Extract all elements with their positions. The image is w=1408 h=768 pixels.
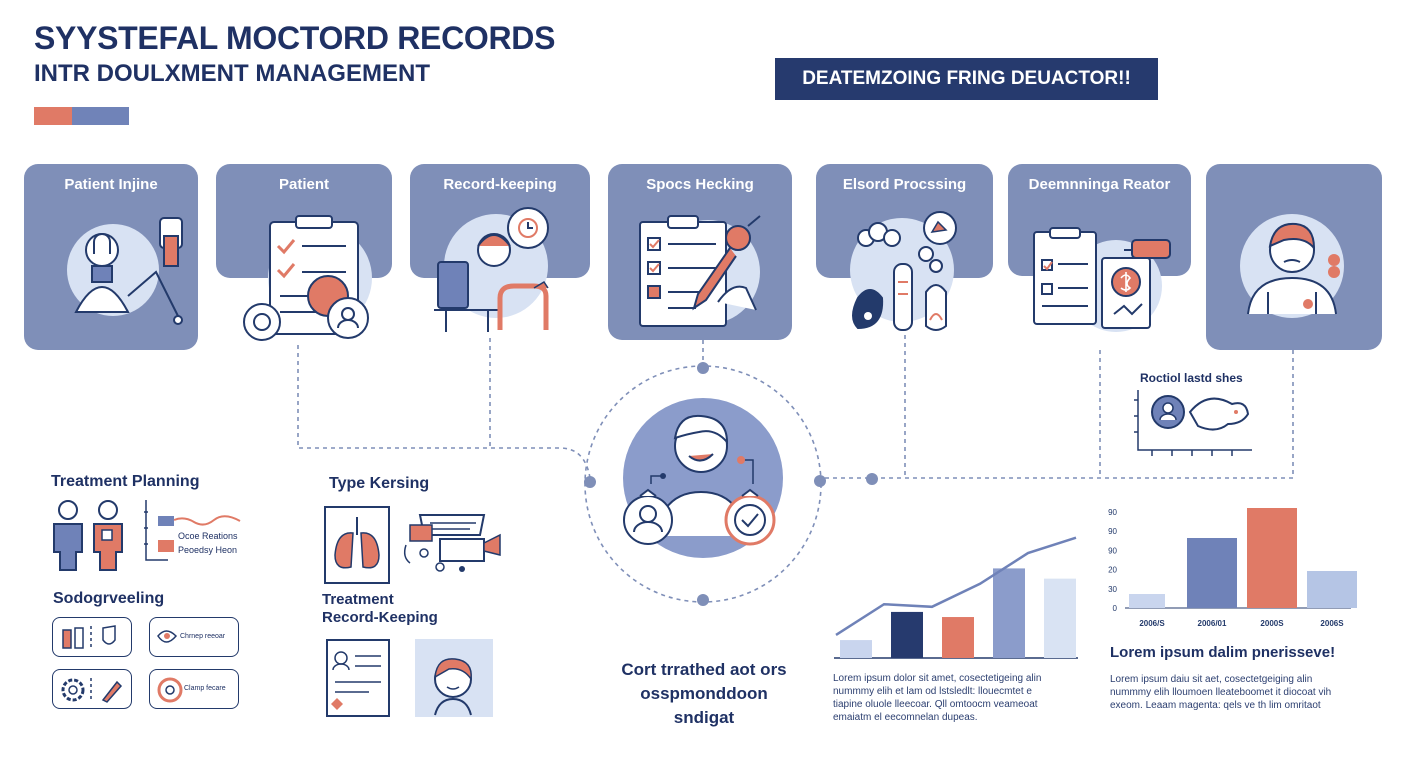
patient-record-icon — [326, 639, 390, 717]
lorem-right-heading: Lorem ipsum dalim pnerisseve! — [1110, 644, 1336, 661]
card-title: Deemnninga Reator — [1028, 176, 1171, 193]
chip-label: Clamp fecare — [184, 685, 226, 692]
lorem-left-line: nummmy elih et lam od lstsledlt: llouecm… — [833, 686, 1032, 697]
lorem-right-line: exeom. Leaam magenta: qels ve th lim omr… — [1110, 700, 1321, 711]
sodogrveeling-chip-tubes[interactable] — [52, 617, 132, 657]
clamp-icon — [157, 677, 183, 703]
chart2-ytick: 30 — [1108, 585, 1117, 594]
patient-face-icon — [415, 639, 493, 717]
chart1-bar — [840, 640, 872, 658]
chart2-bar — [1307, 571, 1357, 608]
sodogrveeling-chip-reeoar[interactable]: Chrnep reeoar — [149, 617, 239, 657]
chart2-category-label: 2006S — [1320, 619, 1344, 628]
treatment-record-line: Treatment — [322, 591, 394, 608]
clinician-desk-icon — [434, 207, 549, 332]
subtitle: INTR DOULXMENT MANAGEMENT — [34, 60, 430, 87]
chart2-category-label: 2006/01 — [1198, 619, 1227, 628]
main-title: SYYSTEFAL MOCTORD RECORDS — [34, 20, 556, 56]
lab-processing-icon — [850, 211, 957, 331]
user-profile-icon — [623, 488, 673, 545]
report-billing-icon — [1033, 227, 1171, 332]
lorem-left-line: tiapine oluole lleecoar. Qll omtoocm vea… — [833, 699, 1038, 710]
treatment-planning-title: Treatment Planning — [51, 473, 200, 490]
sodogrveeling-chip-tools[interactable] — [52, 669, 132, 709]
tp-label: Peoedsy Heon — [178, 545, 238, 555]
card-patient-injine[interactable]: Patient Injine — [24, 164, 198, 350]
center-caption-line: sndigat — [673, 708, 735, 727]
gear-pen-icon — [61, 678, 123, 703]
test-tubes-icon — [62, 625, 116, 650]
clipboard-checklist-icon — [243, 215, 372, 341]
center-caption: Cort trrathed aot ors osspmonddoon sndig… — [604, 658, 804, 730]
sodogrveeling-title: Sodogrveeling — [53, 590, 165, 607]
mini-chart — [1134, 390, 1252, 456]
chart2-category-label: 2006/S — [1139, 619, 1165, 628]
accent-segment-blue — [72, 107, 129, 125]
chart2-category-label: 2000S — [1260, 619, 1284, 628]
chip-label: Chrnep reeoar — [180, 633, 226, 640]
chart1-bar — [1044, 578, 1076, 658]
lorem-right-line: nummmy elih lloumoen lleateboomet it dio… — [1110, 687, 1332, 698]
card-title: Elsord Procssing — [842, 176, 967, 193]
type-kersing-title: Type Kersing — [329, 475, 430, 492]
lorem-right-line: Lorem ipsum daiu sit aet, cosectetgeigin… — [1110, 674, 1313, 685]
treatment-record-line: Record-Keeping — [322, 609, 438, 626]
mask-icon — [157, 630, 178, 643]
center-caption-line: osspmonddoon — [640, 684, 768, 703]
chart2-bar — [1129, 594, 1165, 608]
center-caption-line: Cort trrathed aot ors — [621, 660, 787, 679]
imaging-machine-icon — [403, 514, 501, 572]
card-title: Patient Injine — [64, 176, 158, 193]
lungs-icon — [324, 506, 390, 584]
tp-label: Ocoe Reations — [178, 531, 238, 541]
chart2-ytick: 90 — [1108, 508, 1117, 517]
chart2-ytick: 20 — [1108, 566, 1117, 575]
accent-bar — [34, 107, 129, 125]
lorem-right-text: Lorem ipsum daiu sit aet, cosectetgeigin… — [1110, 673, 1365, 712]
lorem-left-text: Lorem ipsum dolor sit amet, cosectetigei… — [833, 672, 1078, 724]
patient-intake-icon — [67, 217, 183, 325]
chart1-bar — [942, 617, 974, 658]
roctiol-label: Roctiol lastd shes — [1140, 371, 1243, 385]
chart1-bar — [891, 611, 923, 658]
sodogrveeling-chip-clamp[interactable]: Clamp fecare — [149, 669, 239, 709]
shield-record-icon — [724, 488, 776, 546]
card-patient-profile[interactable] — [1206, 164, 1382, 350]
chart1-bar — [993, 568, 1025, 658]
lorem-left-line: Lorem ipsum dolor sit amet, cosectetigei… — [833, 673, 1042, 684]
treatment-record-title: Treatment Record-Keeping — [322, 591, 438, 627]
header-banner: DEATEMZOING FRING DEUACTOR!! — [775, 58, 1158, 100]
chart2-ytick: 90 — [1108, 527, 1117, 536]
card-title: Spocs Hecking — [646, 176, 754, 193]
chart1-trend-line — [835, 536, 1077, 637]
growth-chart — [834, 536, 1078, 659]
card-title: Patient — [278, 176, 329, 193]
patient-avatar-icon — [1240, 214, 1344, 318]
annual-bar-chart: 90 90 90 20 30 0 2006/S 2006/01 2000S 2006S — [1108, 508, 1357, 628]
accent-segment-coral — [34, 107, 72, 125]
lorem-left-line: emaiatm el eecomnelan dupeas. — [833, 712, 978, 723]
treatment-timeline-icon — [144, 500, 241, 561]
card-spocs-hecking[interactable]: Spocs Hecking — [608, 164, 792, 340]
care-team-icon — [53, 500, 123, 571]
chart2-ytick: 0 — [1113, 604, 1118, 613]
chart2-bar — [1187, 538, 1237, 608]
chart2-bar — [1247, 508, 1297, 608]
chart2-ytick: 90 — [1108, 546, 1117, 555]
checklist-pen-icon — [639, 215, 761, 327]
card-title: Record-keeping — [443, 176, 557, 193]
